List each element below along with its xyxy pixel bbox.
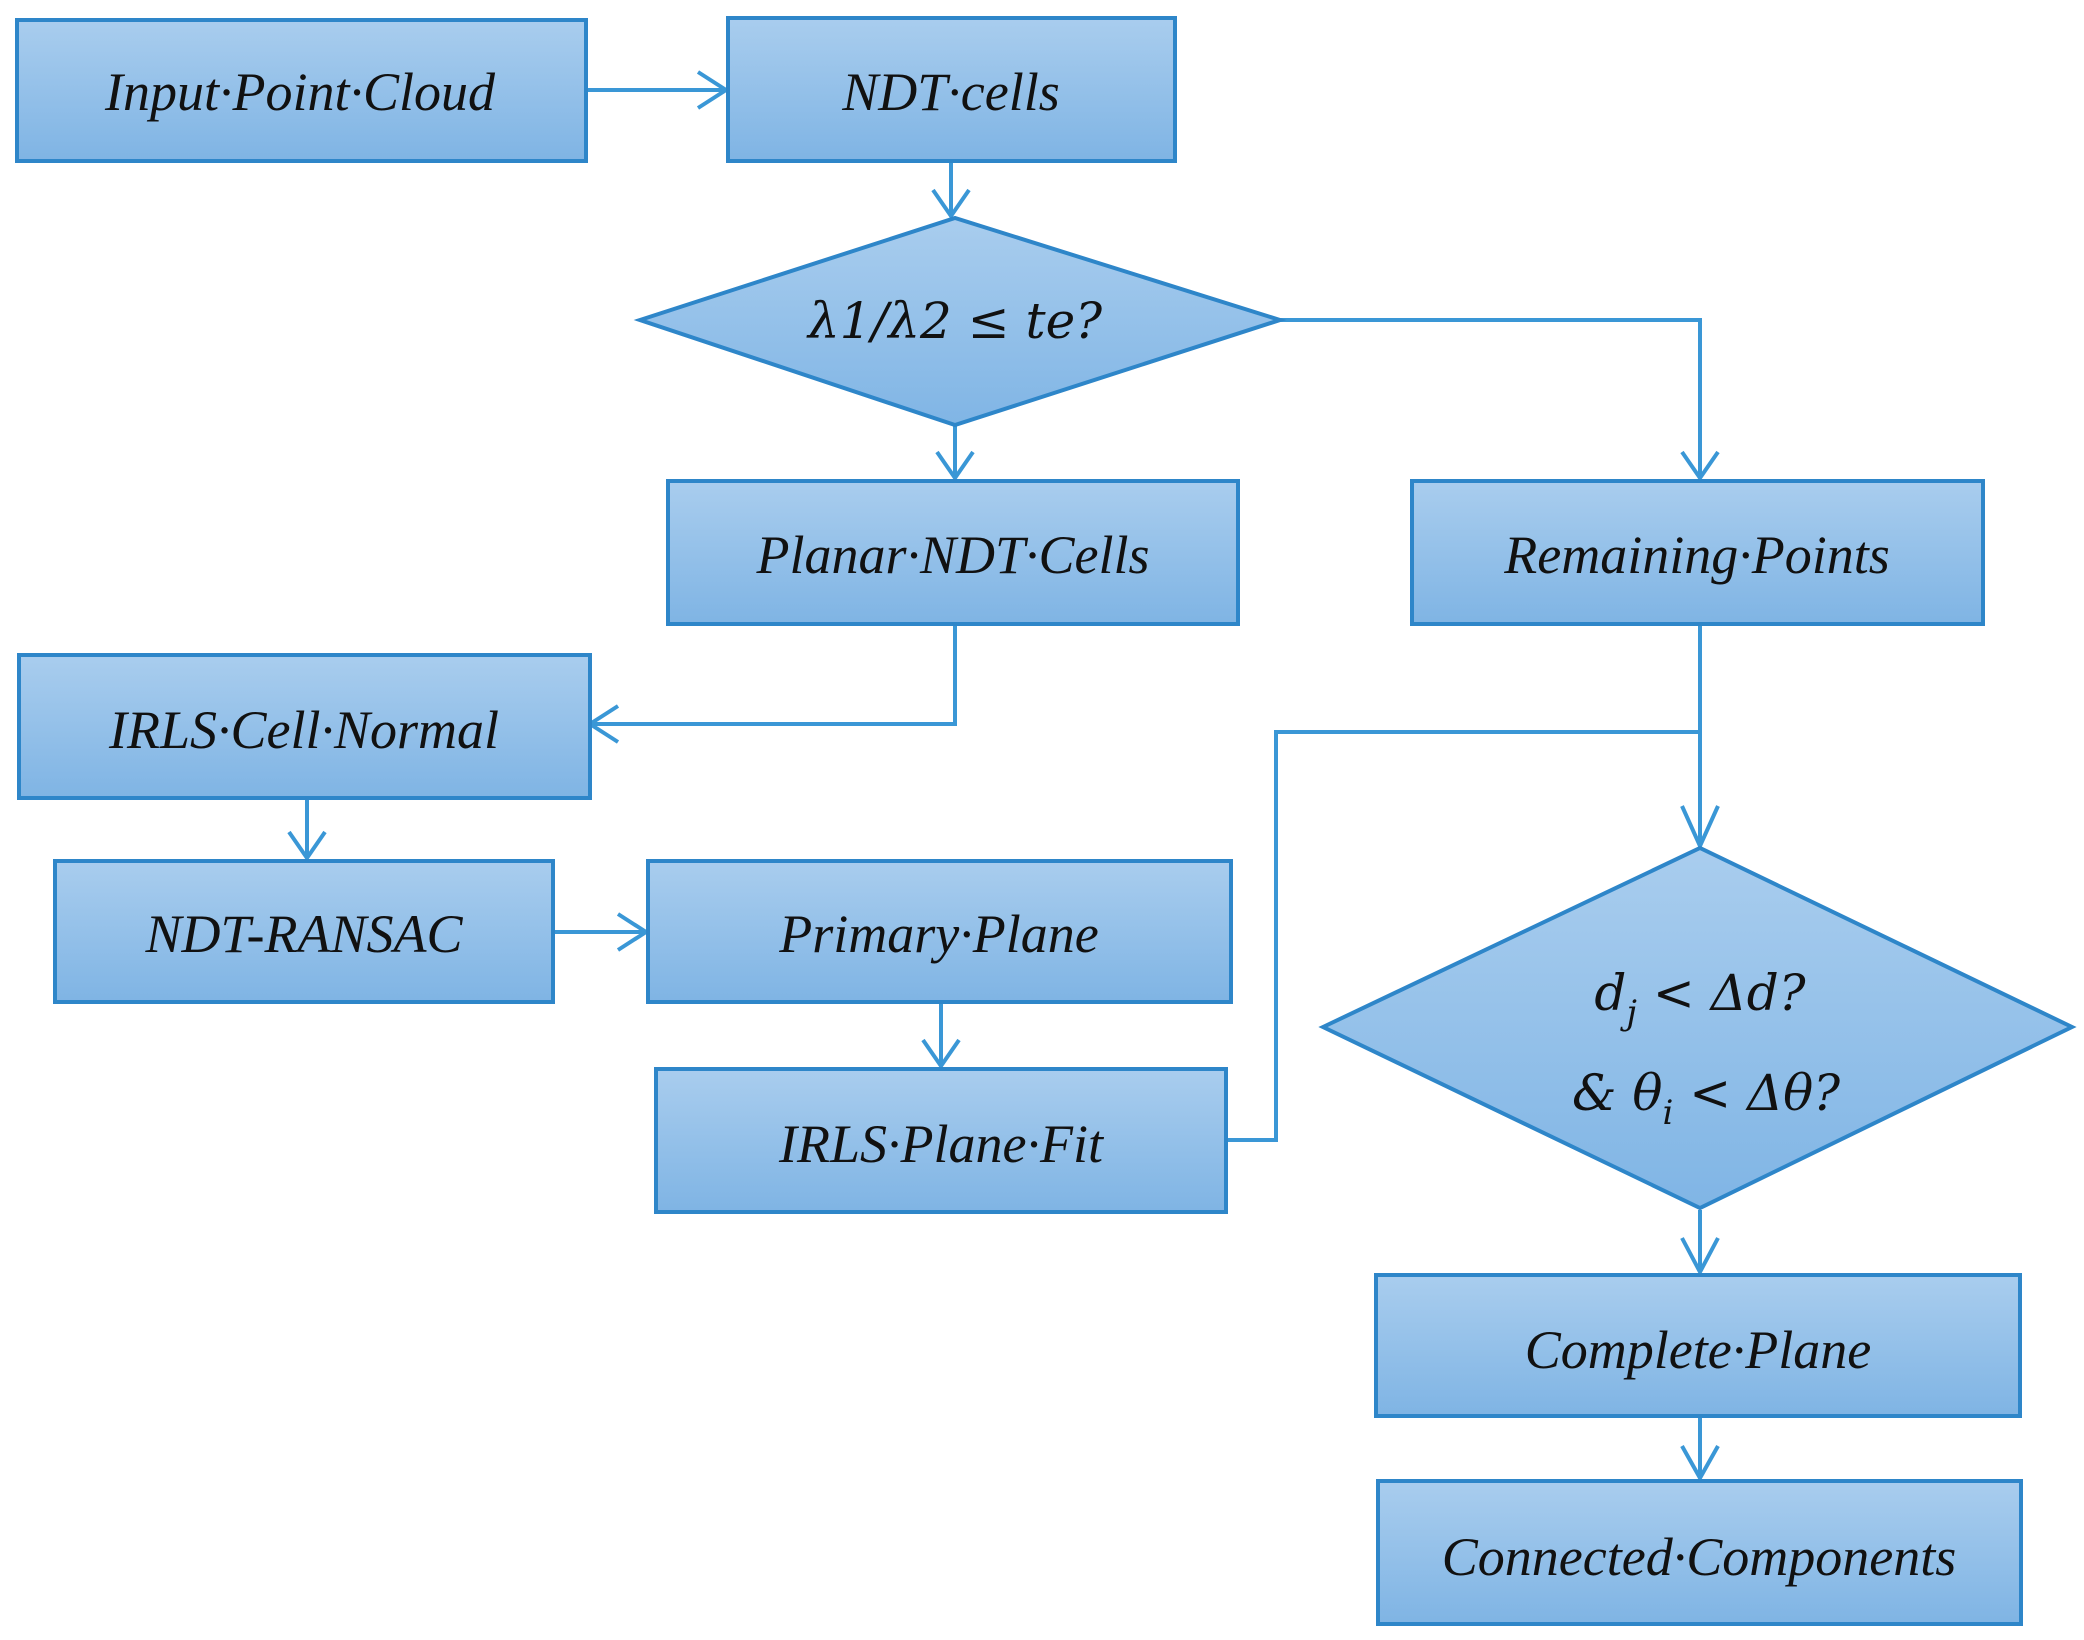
edge-decision-1-to-remaining-points: [1280, 318, 1702, 478]
node-input-point-cloud-label: Input·Point·Cloud: [104, 62, 496, 122]
arrowhead-decision-1-to-planar-cells: [935, 450, 975, 482]
arrowhead-decision-2-to-complete-plane: [1680, 1237, 1720, 1277]
node-decision-eigen-ratio: λ1/λ2 ≤ te?: [633, 215, 1287, 428]
node-irls-plane-fit: IRLS·Plane·Fit: [654, 1067, 1228, 1214]
arrowhead-complete-plane-to-connected-components: [1680, 1445, 1720, 1483]
node-primary-plane: Primary·Plane: [646, 859, 1233, 1004]
node-ndt-cells: NDT·cells: [726, 16, 1177, 163]
node-irls-cell-normal-label: IRLS·Cell·Normal: [108, 700, 499, 760]
node-planar-ndt-cells-label: Planar·NDT·Cells: [755, 525, 1149, 585]
node-planar-ndt-cells: Planar·NDT·Cells: [666, 479, 1240, 626]
decision-eigen-ratio-label: λ1/λ2 ≤ te?: [806, 292, 1103, 350]
node-connected-components: Connected·Components: [1376, 1479, 2023, 1626]
node-input-point-cloud: Input·Point·Cloud: [15, 18, 588, 163]
arrowhead-ndt-cells-to-decision-1: [931, 188, 971, 220]
node-remaining-points: Remaining·Points: [1410, 479, 1985, 626]
node-decision-distance-angle: dj < Δd? & θi < Δθ?: [1318, 845, 2077, 1211]
decision-distance-label: dj < Δd?: [1594, 964, 1806, 1033]
arrowhead-irls-cell-normal-to-ransac: [287, 830, 327, 862]
node-connected-components-label: Connected·Components: [1442, 1527, 1956, 1587]
node-ndt-cells-label: NDT·cells: [841, 62, 1060, 122]
arrowhead-primary-plane-to-plane-fit: [921, 1038, 961, 1070]
edge-planar-cells-to-irls-cell-normal: [592, 624, 957, 726]
node-irls-plane-fit-label: IRLS·Plane·Fit: [778, 1114, 1105, 1174]
edge-plane-fit-to-decision-2: [1226, 730, 1700, 1142]
node-complete-plane-label: Complete·Plane: [1525, 1320, 1871, 1380]
node-primary-plane-label: Primary·Plane: [778, 904, 1098, 964]
node-complete-plane: Complete·Plane: [1374, 1273, 2022, 1418]
node-remaining-points-label: Remaining·Points: [1503, 525, 1889, 585]
arrowhead-decision-1-to-remaining-points: [1680, 450, 1720, 482]
node-ndt-ransac: NDT-RANSAC: [53, 859, 555, 1004]
node-irls-cell-normal: IRLS·Cell·Normal: [17, 653, 592, 800]
decision-angle-label: & θi < Δθ?: [1572, 1064, 1841, 1133]
node-ndt-ransac-label: NDT-RANSAC: [144, 904, 463, 964]
